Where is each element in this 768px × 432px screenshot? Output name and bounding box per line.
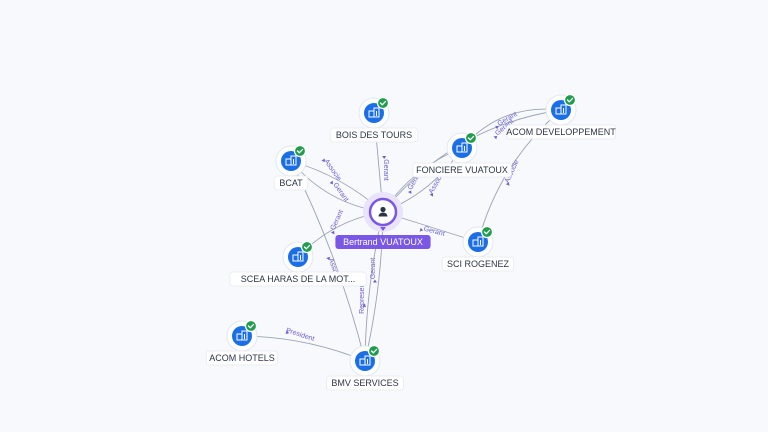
relation-arrow-icon (330, 230, 335, 235)
person-node-center[interactable]: Bertrand VUATOUX (335, 192, 431, 249)
relation-center-bmv-8[interactable]: Gerant (364, 211, 384, 362)
relation-arrow-icon (419, 227, 424, 232)
company-node-sci[interactable]: SCI ROGENEZ (441, 225, 515, 272)
verified-check-icon (376, 96, 390, 110)
relation-label: Gerant (330, 209, 345, 231)
relation-center-bmv-9[interactable]: Representant (359, 211, 384, 362)
company-node-bcat[interactable]: BCAT (273, 144, 309, 191)
company-label-box (412, 162, 512, 178)
relation-label: President (285, 327, 315, 343)
company-label-box (273, 175, 309, 191)
verified-check-icon (367, 344, 381, 358)
company-label-box (505, 124, 616, 140)
verified-check-icon (293, 144, 307, 158)
company-label-box (326, 375, 404, 391)
relation-arrow-icon (321, 158, 325, 163)
building-icon (472, 236, 484, 247)
building-icon (292, 251, 304, 262)
company-label: ACOM HOTELS (209, 353, 275, 363)
company-node-acomd[interactable]: ACOM DEVELOPPEMENT (505, 93, 616, 140)
company-label-box (329, 127, 419, 143)
company-label: BOIS DES TOURS (336, 130, 412, 140)
verified-check-icon (464, 131, 478, 145)
relation-label: Gerant (370, 258, 377, 279)
relation-arrow-icon (382, 155, 387, 159)
company-label-box (229, 271, 367, 287)
relation-arrow-icon (372, 279, 377, 283)
building-icon (456, 142, 468, 153)
person-label-box (335, 235, 431, 249)
company-node-scea[interactable]: SCEA HARAS DE LA MOT... (229, 240, 367, 287)
company-node-bmv[interactable]: BMV SERVICES (326, 344, 404, 391)
building-icon (368, 107, 380, 118)
company-label: SCEA HARAS DE LA MOT... (241, 274, 356, 284)
relation-arrow-icon (326, 256, 331, 261)
relation-label: Representant (359, 272, 366, 314)
company-label-box (205, 350, 279, 366)
verified-check-icon (563, 93, 577, 107)
verified-check-icon (300, 240, 314, 254)
company-node-fonc[interactable]: FONCIERE VUATOUX (412, 131, 512, 178)
company-label: ACOM DEVELOPPEMENT (506, 127, 616, 137)
building-icon (555, 104, 567, 115)
pointer-icon (380, 227, 386, 231)
relation-arrow-icon (285, 330, 290, 335)
relation-line (364, 211, 384, 362)
relation-arrow-icon (429, 192, 434, 197)
company-label-box (441, 256, 515, 272)
company-label: SCI ROGENEZ (447, 259, 510, 269)
verified-check-icon (480, 225, 494, 239)
person-icon (378, 206, 388, 217)
nodes-layer: BOIS DES TOURS BCAT FONCIERE VUATOUX ACOM D… (205, 93, 616, 391)
building-icon (359, 355, 371, 366)
relation-arrow-icon (329, 180, 333, 185)
company-node-acomh[interactable]: ACOM HOTELS (205, 319, 279, 366)
relation-label: Associe (322, 158, 342, 182)
company-label: BCAT (279, 178, 303, 188)
person-label: Bertrand VUATOUX (343, 237, 423, 247)
building-icon (285, 155, 297, 166)
company-label: BMV SERVICES (331, 378, 398, 388)
relation-arrow-icon (495, 125, 499, 130)
relation-line (364, 211, 384, 362)
building-icon (236, 330, 248, 341)
relation-arrow-icon (505, 182, 510, 186)
verified-check-icon (244, 319, 258, 333)
company-label: FONCIERE VUATOUX (416, 165, 508, 175)
company-node-bois[interactable]: BOIS DES TOURS (329, 96, 419, 143)
relation-label: Gerant (382, 159, 389, 180)
relation-arrow-icon (407, 190, 412, 195)
relation-arrow-icon (493, 135, 498, 140)
relation-arrow-icon (362, 303, 367, 307)
